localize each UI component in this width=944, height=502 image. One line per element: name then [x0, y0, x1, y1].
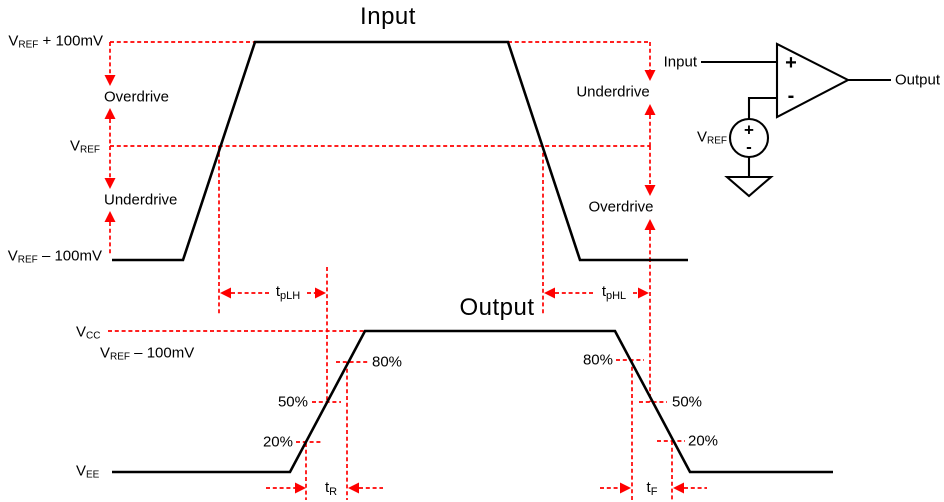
arrowhead-down-icon — [644, 70, 656, 81]
arrowhead-down-icon — [104, 178, 116, 189]
arrowhead-right-icon — [295, 482, 306, 494]
label-tr: tR — [324, 479, 338, 498]
output-title: Output — [459, 294, 535, 321]
arrowhead-right-icon — [638, 287, 649, 299]
label-tphl: tpHL — [601, 283, 627, 302]
arrowhead-left-icon — [220, 287, 231, 299]
inverting-input-wire — [747, 96, 777, 119]
circuit-vref-label: VREF — [696, 128, 727, 147]
arrowhead-left-icon — [673, 482, 684, 494]
arrowhead-up-icon — [104, 108, 116, 119]
arrowhead-up-icon — [644, 104, 656, 115]
source-minus-icon: - — [746, 137, 752, 157]
comparator-minus-icon: - — [787, 85, 795, 107]
label-vref-minus-100mv-output: VREF – 100mV — [100, 344, 195, 363]
arrowhead-right-icon — [620, 482, 631, 494]
label-vcc: VCC — [76, 323, 101, 342]
label-overdrive-right: Overdrive — [588, 198, 654, 216]
circuit-output-label: Output — [895, 71, 941, 89]
comparator-triangle-icon — [775, 42, 851, 119]
arrowhead-left-icon — [544, 287, 555, 299]
arrowhead-up-icon — [104, 211, 116, 222]
source-plus-icon: + — [744, 120, 754, 140]
circuit-input-label: Input — [663, 53, 697, 71]
label-20pct-rise: 20% — [262, 433, 293, 451]
output-waveform — [112, 329, 833, 474]
label-vref: VREF — [69, 137, 100, 156]
label-50pct-fall: 50% — [672, 393, 703, 411]
red-annotation-lines — [104, 41, 707, 500]
label-vref-minus-100mv: VREF – 100mV — [7, 247, 102, 266]
label-vee: VEE — [76, 462, 100, 481]
label-vref-plus-100mv: VREF + 100mV — [8, 32, 103, 51]
label-50pct-rise: 50% — [277, 393, 308, 411]
label-80pct-rise: 80% — [372, 353, 403, 371]
input-title: Input — [360, 3, 416, 30]
arrowhead-right-icon — [315, 287, 326, 299]
arrowhead-up-icon — [644, 219, 656, 230]
arrowhead-down-icon — [644, 185, 656, 196]
arrowhead-down-icon — [104, 75, 116, 86]
arrowhead-left-icon — [348, 482, 359, 494]
input-waveform — [112, 40, 688, 262]
label-overdrive-left: Overdrive — [104, 88, 170, 106]
label-underdrive-left: Underdrive — [104, 191, 178, 209]
label-80pct-fall: 80% — [582, 351, 613, 369]
comparator-circuit — [701, 42, 891, 198]
label-tplh: tpLH — [275, 283, 301, 302]
label-underdrive-right: Underdrive — [576, 83, 650, 101]
comparator-plus-icon: + — [785, 52, 797, 74]
label-tf: tF — [646, 479, 658, 498]
label-20pct-fall: 20% — [688, 432, 719, 450]
ground-icon — [724, 175, 774, 198]
